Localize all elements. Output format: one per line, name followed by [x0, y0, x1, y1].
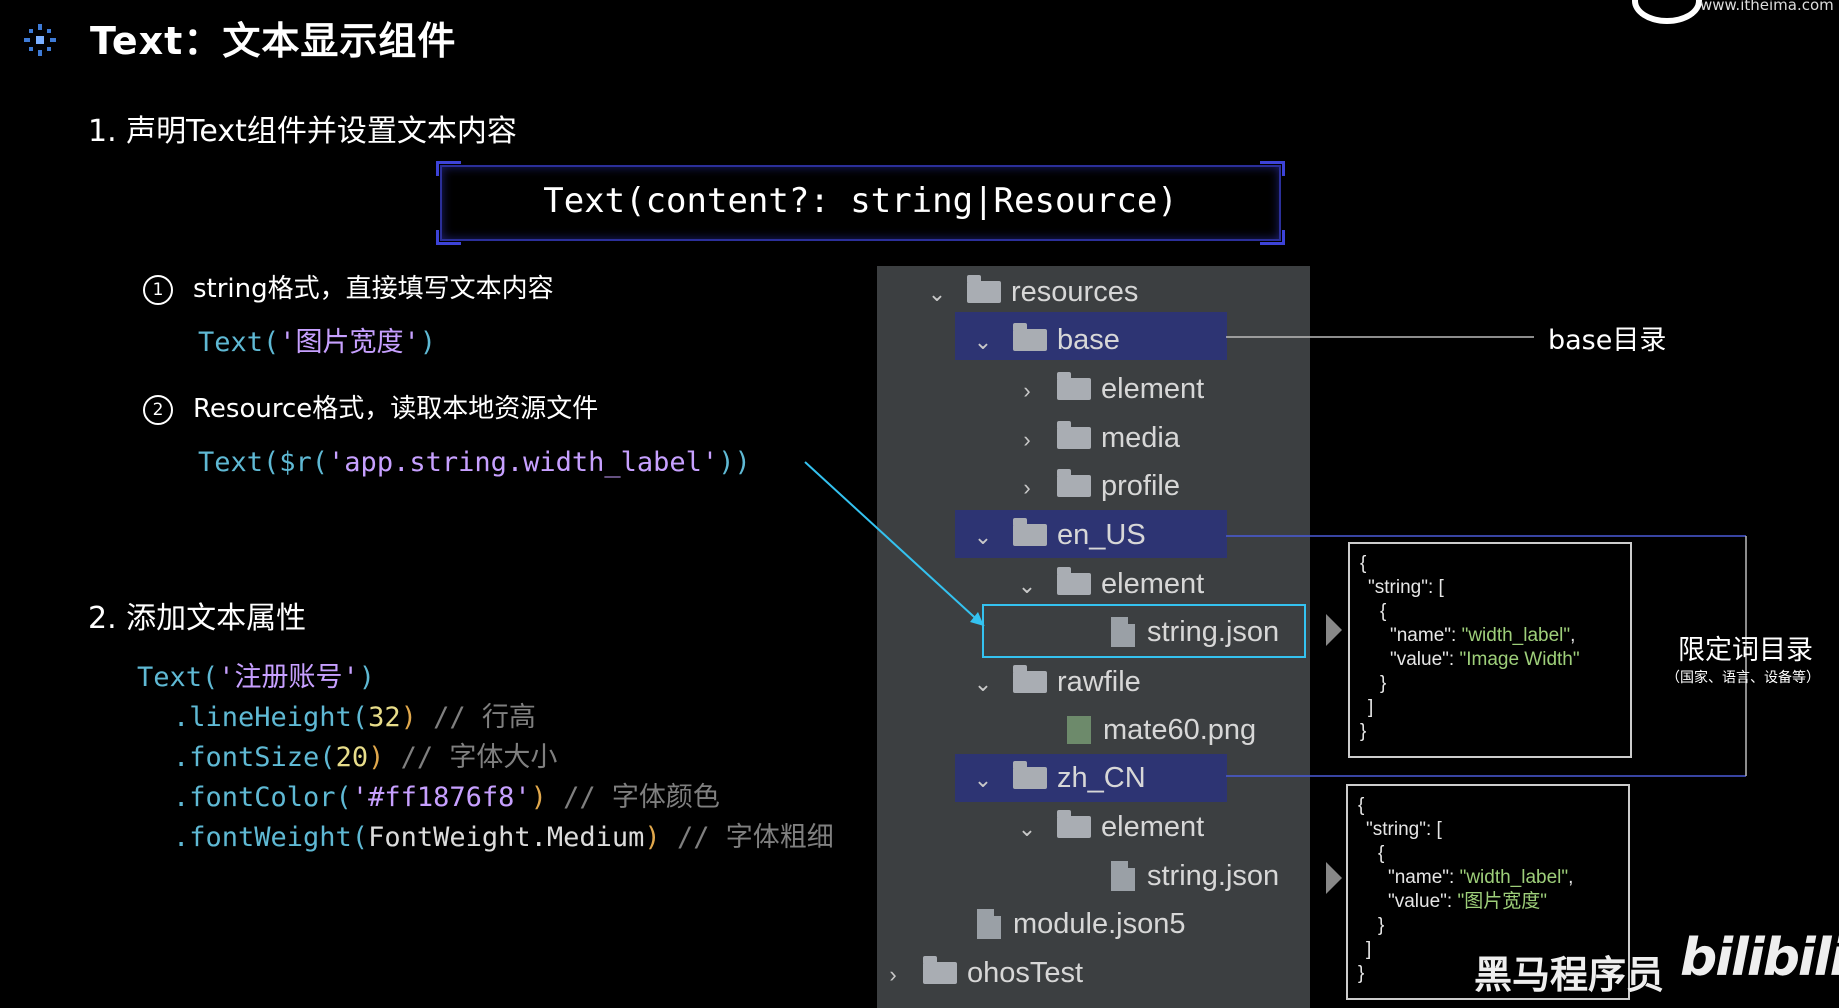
chevron-down-icon: ⌄ [973, 767, 993, 792]
item-number: 1 [143, 274, 173, 305]
qualifier-directory-sublabel: （国家、语言、设备等） [1666, 670, 1820, 686]
tree-item-base[interactable]: ⌄base [971, 316, 1120, 364]
folder-icon [1057, 469, 1091, 497]
chevron-right-icon: › [1023, 427, 1031, 452]
code-line: .fontWeight(FontWeight.Medium) // 字体粗细 [173, 822, 834, 853]
bilibili-logo: bilibili [1680, 928, 1839, 988]
folder-icon [967, 275, 1001, 303]
en-us-highlight [955, 510, 1227, 558]
folder-icon [1013, 665, 1047, 693]
chevron-right-icon: › [1023, 475, 1031, 500]
signature-box: Text(content?: string|Resource) [436, 161, 1285, 245]
tree-item-string-json[interactable]: string.json [1111, 852, 1279, 900]
code-line: .fontColor('#ff1876f8') // 字体颜色 [173, 782, 720, 813]
folder-icon [1013, 323, 1047, 351]
folder-icon [1013, 518, 1047, 546]
tree-item-element[interactable]: ⌄element [1015, 803, 1204, 851]
image-file-icon [1067, 716, 1091, 744]
tree-item-zh-cn[interactable]: ⌄zh_CN [971, 754, 1146, 802]
chevron-right-icon: › [889, 962, 897, 987]
tree-item-element[interactable]: ›element [1015, 365, 1204, 413]
json-file-icon [1111, 861, 1135, 891]
chevron-down-icon: ⌄ [1017, 573, 1037, 598]
chevron-right-icon: › [1023, 378, 1031, 403]
json-preview-zh: { "string": [ { "name": "width_label", "… [1346, 784, 1630, 1000]
page-title: Text：文本显示组件 [90, 19, 457, 63]
folder-icon [1057, 567, 1091, 595]
section2-heading: 2. 添加文本属性 [88, 601, 307, 636]
signature-text: Text(content?: string|Resource) [543, 181, 1178, 221]
item-text: string格式，直接填写文本内容 [193, 274, 554, 304]
selected-file-highlight [982, 604, 1306, 658]
chevron-down-icon: ⌄ [973, 524, 993, 549]
tree-item-ohostest[interactable]: ›ohosTest [881, 949, 1083, 997]
tree-item-mate60-png[interactable]: mate60.png [1067, 706, 1256, 754]
qualifier-directory-label: 限定词目录 [1678, 635, 1813, 666]
chevron-down-icon: ⌄ [973, 671, 993, 696]
item-number: 2 [143, 394, 173, 425]
folder-icon [923, 956, 957, 984]
item-string-format: 1 string格式，直接填写文本内容 [143, 268, 554, 305]
tree-item-rawfile[interactable]: ⌄rawfile [971, 658, 1141, 706]
tree-item-string-json[interactable]: string.json [1111, 608, 1279, 656]
tree-item-resources[interactable]: ⌄resources [925, 268, 1138, 316]
project-file-tree: ⌄resources ⌄base ›element ›media ›profil… [877, 266, 1310, 1008]
item-resource-format: 2 Resource格式，读取本地资源文件 [143, 388, 598, 425]
json-file-icon [1111, 617, 1135, 647]
tree-item-en-us[interactable]: ⌄en_US [971, 511, 1146, 559]
json-preview-en: { "string": [ { "name": "width_label", "… [1348, 542, 1632, 758]
folder-icon [1013, 761, 1047, 789]
site-url: www.itheima.com [1700, 0, 1834, 14]
tree-item-element[interactable]: ⌄element [1015, 560, 1204, 608]
code-string-example: Text('图片宽度') [198, 327, 437, 358]
base-highlight [955, 312, 1227, 360]
code-resource-example: Text($r('app.string.width_label')) [198, 447, 751, 478]
code-line: .fontSize(20) // 字体大小 [173, 742, 558, 773]
folder-icon [1057, 372, 1091, 400]
json-file-icon [977, 909, 1001, 939]
tree-item-module-json5[interactable]: module.json5 [977, 900, 1186, 948]
sparkle-logo-icon [24, 24, 56, 56]
brand-watermark: 黑马程序员 [1474, 953, 1665, 997]
arrow-right-icon [1326, 614, 1342, 646]
folder-icon [1057, 810, 1091, 838]
code-line: Text('注册账号') [137, 662, 376, 693]
chevron-down-icon: ⌄ [927, 281, 947, 306]
attribute-code-block: Text('注册账号') .lineHeight(32) // 行高 .font… [137, 658, 834, 858]
base-directory-label: base目录 [1548, 325, 1667, 356]
section1-heading: 1. 声明Text组件并设置文本内容 [88, 114, 517, 149]
chevron-down-icon: ⌄ [1017, 816, 1037, 841]
zh-cn-highlight [955, 754, 1227, 802]
item-text: Resource格式，读取本地资源文件 [193, 394, 599, 424]
code-line: .lineHeight(32) // 行高 [173, 702, 536, 733]
chevron-down-icon: ⌄ [973, 329, 993, 354]
tree-item-media[interactable]: ›media [1015, 414, 1180, 462]
tree-item-profile[interactable]: ›profile [1015, 462, 1180, 510]
folder-icon [1057, 421, 1091, 449]
arrow-right-icon [1326, 862, 1342, 894]
